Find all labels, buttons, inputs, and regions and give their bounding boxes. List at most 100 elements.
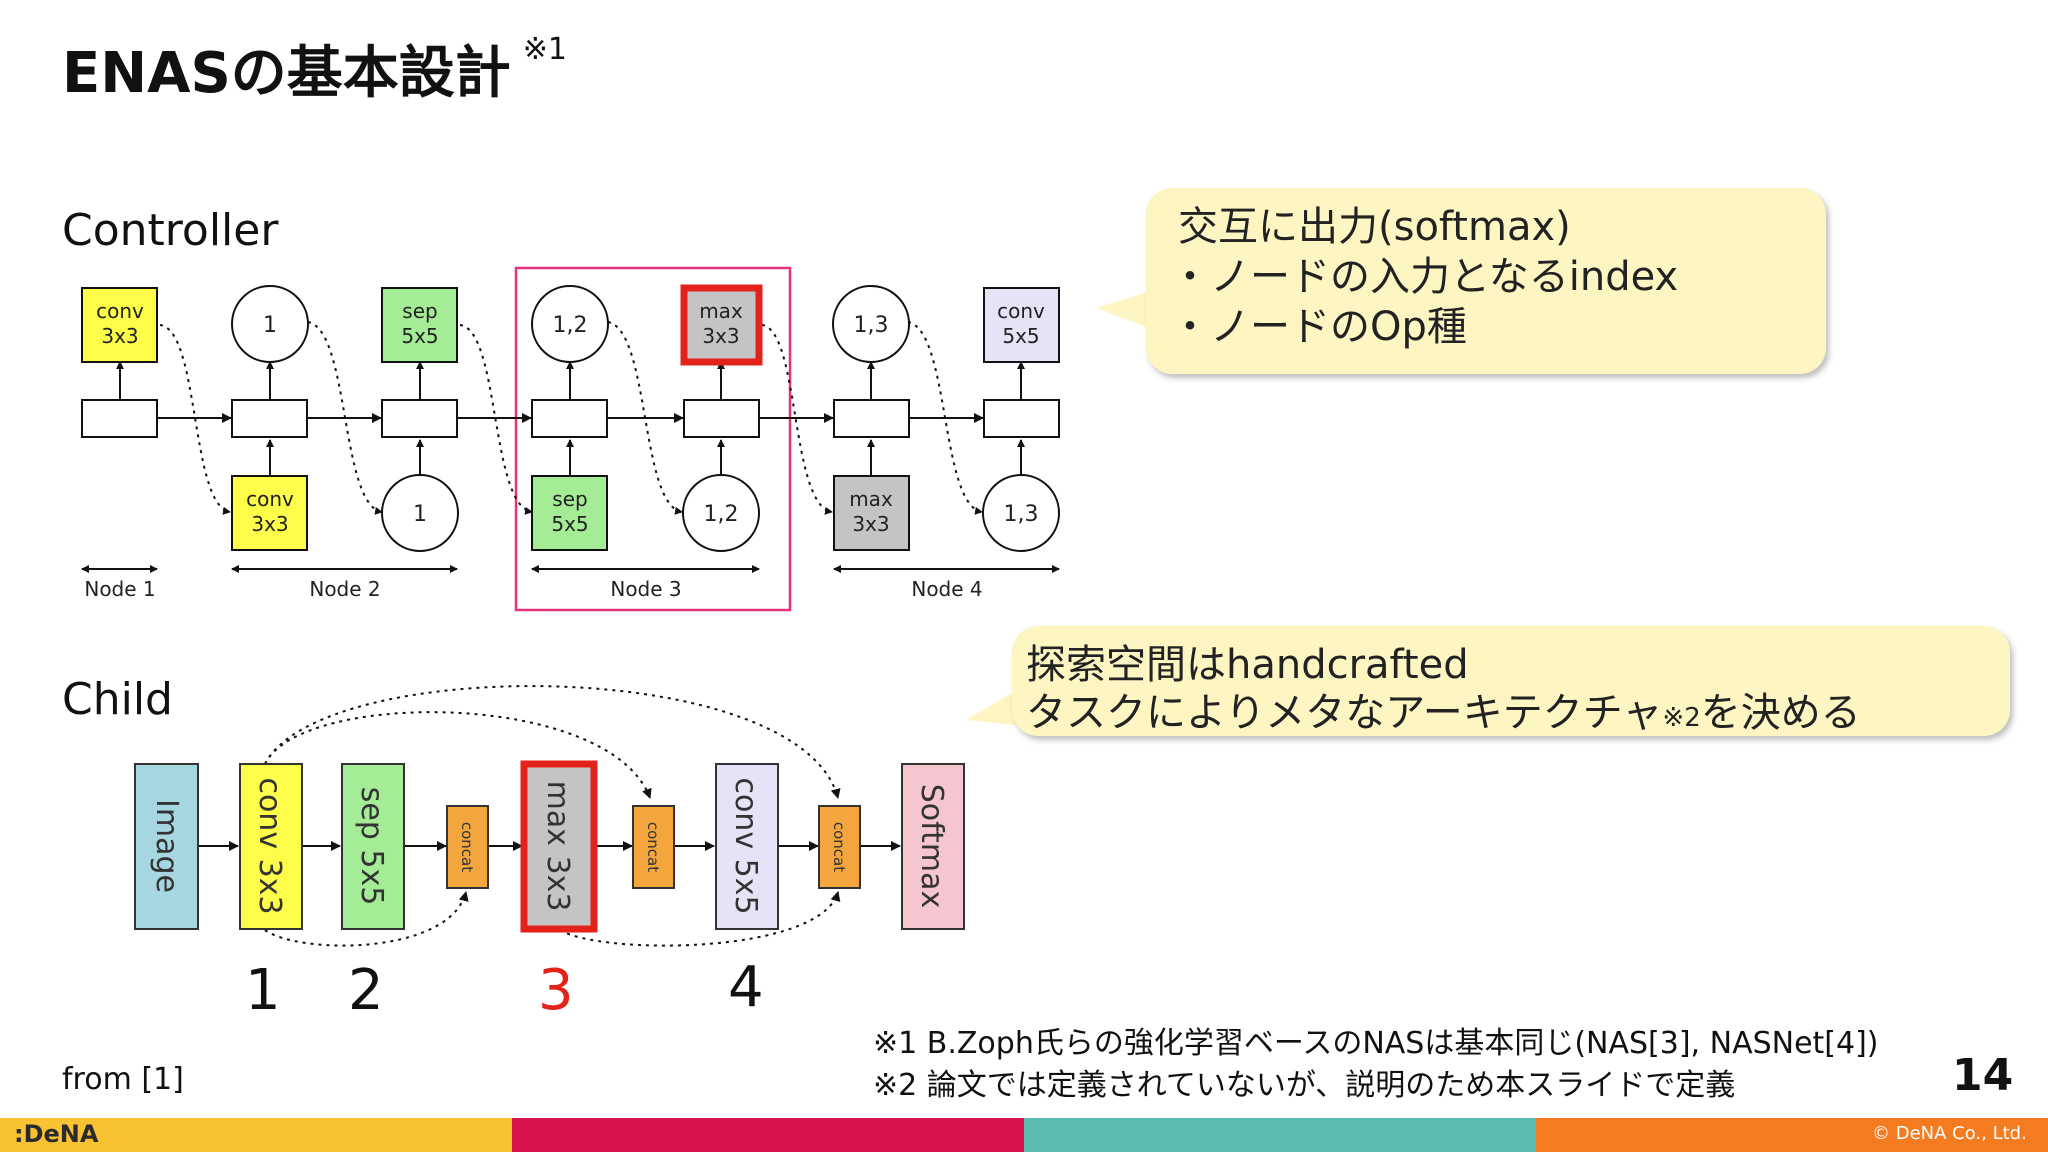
callout1-line1: 交互に出力(softmax) bbox=[1178, 204, 1571, 250]
child-diagram: Image conv 3x3 sep 5x5 concat max 3x3 co… bbox=[134, 685, 965, 947]
skip-conv3-to-concat2 bbox=[264, 711, 652, 799]
footnote-1: ※1 B.Zoph氏らの強化学習ベースのNASは基本同じ(NAS[3], NAS… bbox=[873, 1026, 1879, 1061]
footer-bar: :DeNA © DeNA Co., Ltd. bbox=[0, 1118, 2048, 1152]
footer-segment-red bbox=[512, 1118, 1024, 1152]
child-dotted-links bbox=[264, 685, 841, 947]
callout1-pointer bbox=[1096, 290, 1154, 330]
dotted-link-4 bbox=[607, 321, 683, 515]
title-text: ENASの基本設計 bbox=[62, 41, 511, 106]
cell-5 bbox=[683, 399, 760, 438]
controller-diagram: conv 3x3 1 sep 5x5 1,2 max 3x3 1,3 conv … bbox=[81, 266, 1060, 612]
block-max3x3-text: max 3x3 bbox=[540, 781, 575, 912]
skip-conv3-to-concat3 bbox=[264, 685, 841, 799]
top-node-max3x3-highlight bbox=[680, 284, 763, 366]
callout2-line2-main: タスクによりメタなアーキテクチャ bbox=[1026, 690, 1663, 736]
dena-logo: :DeNA bbox=[14, 1120, 99, 1148]
footer-segment-orange bbox=[1536, 1118, 2048, 1152]
child-number-3: 3 bbox=[538, 958, 574, 1023]
callout1-line3: ・ノードのOp種 bbox=[1170, 304, 1467, 350]
footnote-2: ※2 論文では定義されていないが、説明のため本スライドで定義 bbox=[873, 1068, 1736, 1103]
child-label: Child bbox=[62, 674, 173, 725]
source-text: from [1] bbox=[62, 1062, 184, 1097]
bottom-node-5-line2: 3x3 bbox=[852, 512, 889, 536]
copyright: © DeNA Co., Ltd. bbox=[1872, 1123, 2027, 1144]
top-node-circle-1 bbox=[231, 285, 309, 363]
cell-1 bbox=[81, 399, 158, 438]
bottom-node-3-line2: 5x5 bbox=[551, 512, 588, 536]
bottom-node-circle-1 bbox=[381, 474, 459, 552]
top-node-7-line1: conv bbox=[997, 299, 1045, 323]
bottom-node-sep5x5 bbox=[531, 475, 608, 551]
bottom-node-2-text: 1 bbox=[413, 502, 427, 527]
bottom-node-3-line1: sep bbox=[552, 487, 587, 511]
top-node-6-text: 1,3 bbox=[854, 313, 889, 338]
top-node-circle-3 bbox=[832, 285, 910, 363]
cell-7 bbox=[983, 399, 1060, 438]
node-label-2: Node 2 bbox=[309, 577, 380, 601]
dotted-link-6 bbox=[907, 321, 983, 515]
top-node-1-line1: conv bbox=[96, 299, 144, 323]
block-sep5x5-text: sep 5x5 bbox=[354, 787, 389, 906]
cell-2 bbox=[231, 399, 308, 438]
cell-6 bbox=[833, 399, 910, 438]
block-max3x3-highlight bbox=[520, 760, 598, 933]
footer-segment-yellow bbox=[0, 1118, 512, 1152]
dotted-link-2 bbox=[307, 321, 383, 515]
block-conv3x3-text: conv 3x3 bbox=[252, 777, 287, 914]
top-node-3-line1: sep bbox=[402, 299, 437, 323]
top-node-3-line2: 5x5 bbox=[401, 324, 438, 348]
bottom-node-1-line1: conv bbox=[246, 487, 294, 511]
bottom-node-5-line1: max bbox=[849, 487, 893, 511]
block-image-text: Image bbox=[149, 799, 184, 893]
callout2-line2-note: ※2 bbox=[1662, 703, 1701, 733]
node-label-1: Node 1 bbox=[84, 577, 155, 601]
bottom-node-1-line2: 3x3 bbox=[251, 512, 288, 536]
callout1-line2: ・ノードの入力となるindex bbox=[1170, 254, 1679, 300]
bottom-node-circle-3 bbox=[982, 474, 1060, 552]
top-node-1-line2: 3x3 bbox=[101, 324, 138, 348]
top-node-5-line1: max bbox=[699, 299, 743, 323]
top-node-conv3x3 bbox=[81, 287, 158, 363]
top-node-5-line2: 3x3 bbox=[702, 324, 739, 348]
top-node-sep5x5 bbox=[381, 287, 458, 363]
bottom-node-4-text: 1,2 bbox=[704, 502, 739, 527]
block-softmax-text: Softmax bbox=[914, 784, 949, 909]
child-blocks: Image conv 3x3 sep 5x5 concat max 3x3 co… bbox=[134, 760, 965, 933]
top-node-7-line2: 5x5 bbox=[1002, 324, 1039, 348]
child-number-1: 1 bbox=[245, 958, 281, 1023]
bottom-node-6-text: 1,3 bbox=[1004, 502, 1039, 527]
block-concat-3 bbox=[818, 805, 861, 889]
bottom-node-max3x3 bbox=[833, 475, 910, 551]
callout-controller: 交互に出力(softmax) ・ノードの入力となるindex ・ノードのOp種 bbox=[1146, 188, 1826, 374]
block-concat-1 bbox=[446, 805, 489, 889]
cell-4 bbox=[531, 399, 608, 438]
callout2-line2-end: を決める bbox=[1700, 690, 1861, 736]
node-label-3: Node 3 bbox=[610, 577, 681, 601]
block-concat-2 bbox=[632, 805, 675, 889]
block-concat-3-text: concat bbox=[830, 822, 848, 872]
title-note: ※1 bbox=[522, 32, 568, 67]
block-conv3x3 bbox=[239, 763, 303, 930]
page-title: ENASの基本設計 ※1 bbox=[62, 28, 567, 109]
dotted-link-5 bbox=[761, 324, 833, 515]
footer-segment-teal bbox=[1024, 1118, 1536, 1152]
cell-row bbox=[81, 361, 1060, 476]
top-node-conv5x5 bbox=[983, 287, 1060, 363]
bottom-nodes: conv 3x3 1 sep 5x5 1,2 max 3x3 1,3 bbox=[231, 474, 1060, 552]
top-node-4-text: 1,2 bbox=[553, 313, 588, 338]
child-number-4: 4 bbox=[728, 955, 764, 1020]
block-conv5x5 bbox=[715, 763, 779, 930]
block-concat-1-text: concat bbox=[458, 822, 476, 872]
block-sep5x5 bbox=[341, 763, 405, 930]
node3-frame bbox=[514, 266, 792, 612]
dotted-link-3 bbox=[459, 324, 533, 515]
callout2-line2: タスクによりメタなアーキテクチャ※2を決める bbox=[1026, 680, 1861, 738]
block-image bbox=[134, 763, 199, 930]
child-number-2: 2 bbox=[348, 958, 384, 1023]
callout2-pointer bbox=[966, 686, 1024, 726]
top-node-2-text: 1 bbox=[263, 313, 277, 338]
bottom-node-conv3x3 bbox=[231, 475, 308, 551]
top-node-circle-2 bbox=[531, 285, 609, 363]
block-conv5x5-text: conv 5x5 bbox=[728, 777, 763, 914]
controller-label: Controller bbox=[62, 205, 279, 256]
